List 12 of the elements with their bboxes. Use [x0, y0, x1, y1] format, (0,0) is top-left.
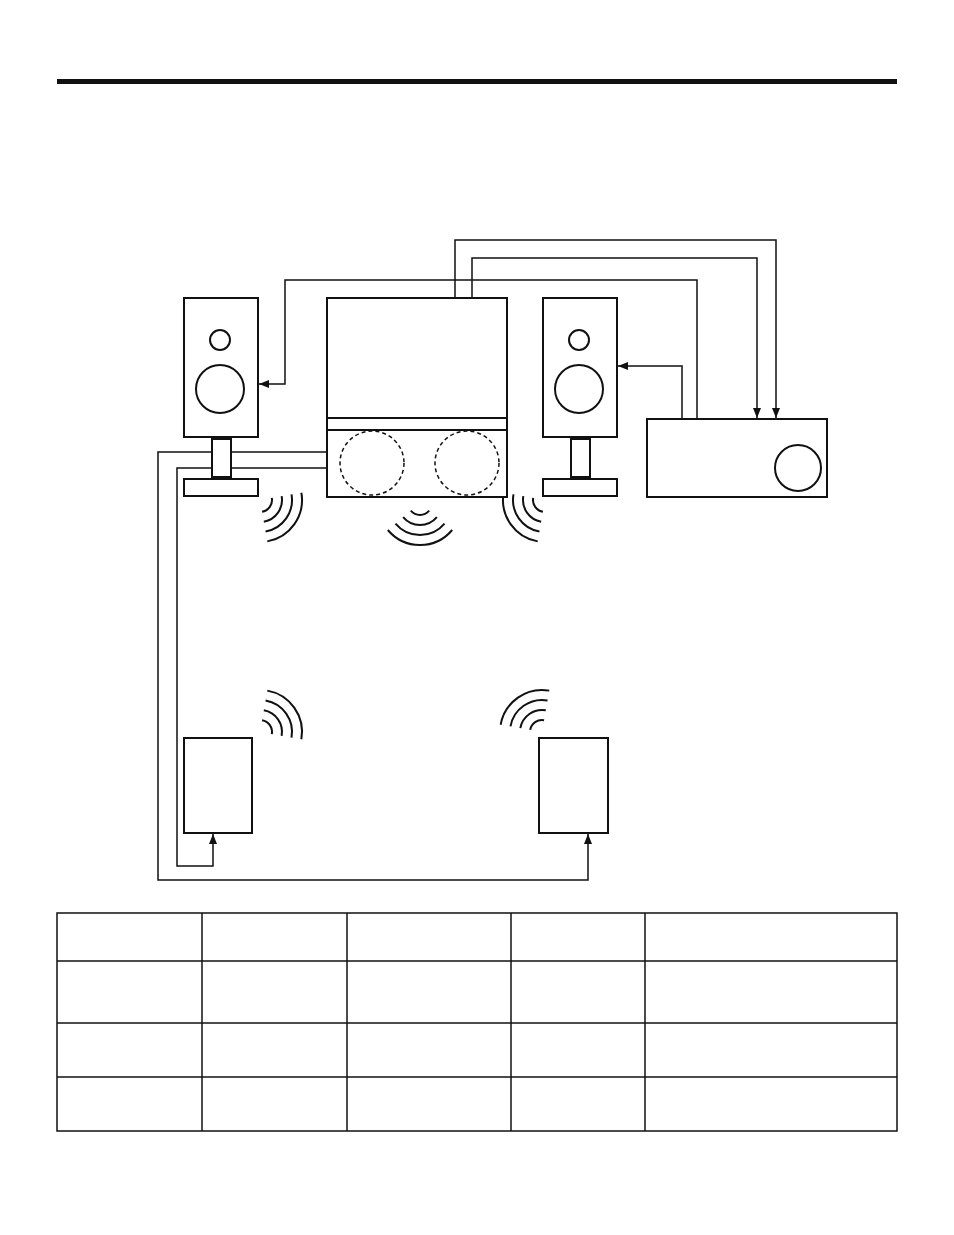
television-set [326, 297, 508, 498]
rear-speaker [538, 737, 609, 834]
front-speaker [542, 297, 618, 497]
arrow [176, 467, 327, 867]
arrow [454, 239, 780, 419]
arrow [157, 451, 592, 881]
arrow [258, 279, 698, 419]
rear-speaker [183, 737, 253, 834]
arrow [617, 362, 683, 419]
front-speaker [183, 297, 259, 497]
arrow [471, 257, 761, 419]
amplifier [646, 418, 828, 498]
